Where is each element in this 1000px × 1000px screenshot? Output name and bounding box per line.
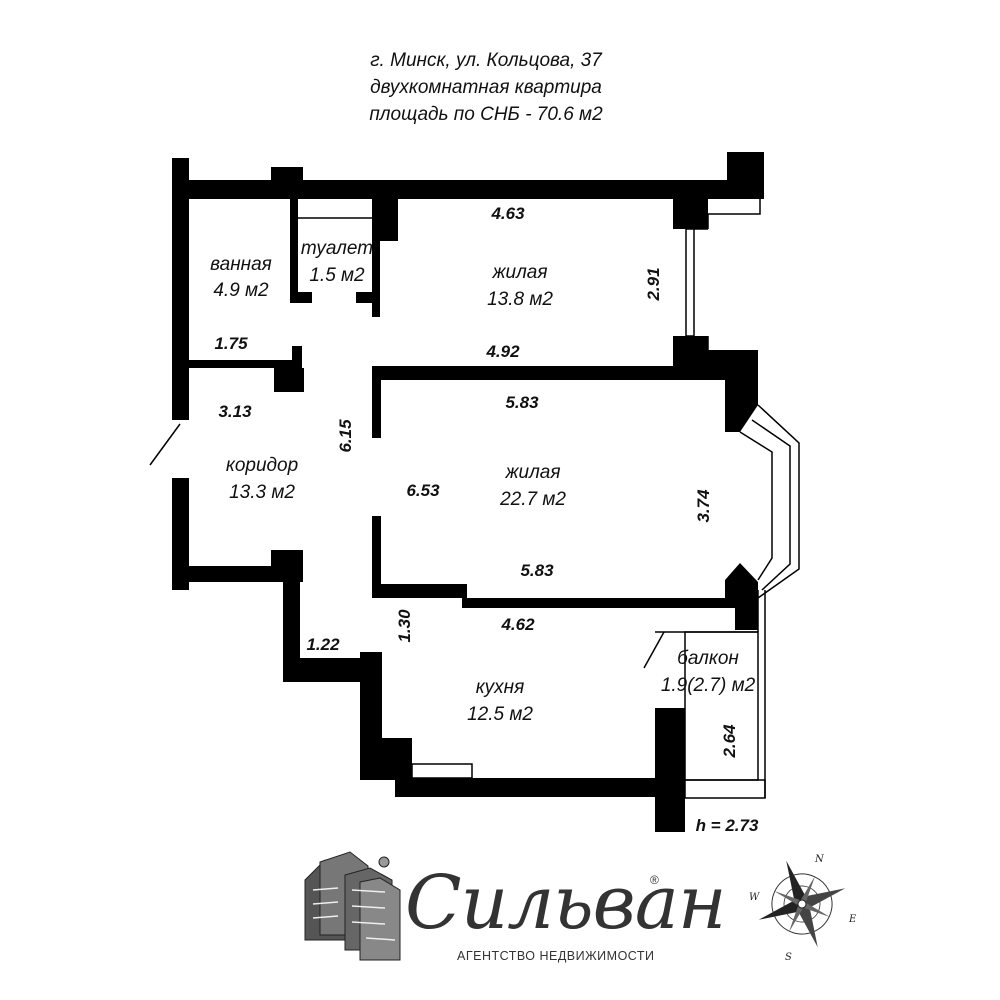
wall-top-right-block — [727, 152, 764, 199]
wall-toilet-right — [372, 241, 380, 317]
wall-left-lower — [172, 478, 189, 590]
wall-toilet-bottom-right — [356, 292, 378, 303]
wall-kitchen-top — [462, 598, 758, 608]
room-bathroom-area: 4.9 м2 — [213, 280, 269, 301]
dim-living2-top: 5.83 — [505, 393, 539, 412]
wall-toilet-bottom-left — [290, 292, 312, 303]
dim-ceiling-height: h = 2.73 — [696, 816, 759, 835]
compass-rose-icon — [758, 860, 846, 948]
wall-living-partition — [372, 366, 708, 380]
room-living1-name: жилая — [491, 262, 547, 283]
wall-corridor-pier — [271, 550, 303, 582]
dim-entry-width: 1.22 — [306, 635, 340, 654]
wall-kitchen-right-low — [655, 778, 677, 832]
wall-left-upper — [172, 158, 189, 420]
dim-living1-top: 4.63 — [490, 204, 525, 223]
wall-kitchen-corner — [360, 738, 412, 780]
dim-living2-right: 3.74 — [694, 489, 713, 523]
wall-entry-left — [283, 582, 300, 682]
dim-living2-left: 6.53 — [406, 481, 440, 500]
walls — [172, 152, 764, 832]
window-living-1 — [685, 228, 695, 337]
wall-pier-corridor — [274, 368, 304, 392]
room-living2-area: 22.7 м2 — [499, 489, 566, 510]
wall-bay-bottom — [725, 563, 758, 605]
dim-kitchen-top: 4.62 — [500, 615, 535, 634]
compass-e: E — [848, 914, 857, 925]
logo-registered-mark: ® — [650, 873, 659, 887]
bay-window-inner — [739, 431, 773, 581]
window-frame-top — [707, 199, 761, 229]
kitchen-counter — [411, 763, 473, 779]
balcony-door-swing — [643, 631, 665, 669]
dim-corridor-width: 3.13 — [218, 402, 252, 421]
room-toilet-name: туалет — [301, 238, 373, 259]
wall-right-mid-ext — [708, 350, 758, 380]
header: г. Минск, ул. Кольцова, 37 двухкомнатная… — [369, 50, 603, 125]
dim-bathroom-width: 1.75 — [214, 334, 248, 353]
compass-s: S — [785, 952, 792, 963]
room-bathroom-name: ванная — [210, 254, 272, 275]
wall-kitchen-top-right — [735, 605, 758, 630]
logo-tagline: АГЕНТСТВО НЕДВИЖИМОСТИ — [457, 949, 655, 963]
dim-corridor-length: 6.15 — [336, 419, 355, 453]
header-area: площадь по СНБ - 70.6 м2 — [369, 104, 603, 125]
dim-living1-height: 2.91 — [644, 267, 663, 301]
room-labels: ванная 4.9 м2 туалет 1.5 м2 жилая 13.8 м… — [210, 238, 755, 725]
room-toilet-area: 1.5 м2 — [309, 265, 365, 286]
wall-bath-bottom — [189, 360, 302, 368]
room-balcony-area: 1.9(2.7) м2 — [661, 675, 756, 696]
wall-corridor-right-lower — [372, 516, 381, 592]
wall-kitchen-bottom — [395, 778, 685, 797]
room-kitchen-area: 12.5 м2 — [467, 704, 533, 725]
logo-name: Сильван — [405, 860, 726, 946]
logo: Сильван ® АГЕНТСТВО НЕДВИЖИМОСТИ — [304, 851, 727, 963]
bay-window-mid — [751, 419, 791, 591]
room-corridor-area: 13.3 м2 — [229, 482, 295, 503]
dim-balcony-length: 2.64 — [720, 724, 739, 759]
room-corridor-name: коридор — [226, 455, 298, 476]
room-kitchen-name: кухня — [476, 677, 525, 698]
room-balcony-name: балкон — [677, 648, 739, 669]
compass-n: N — [814, 854, 825, 865]
openings — [149, 199, 800, 799]
wall-top-pier — [271, 167, 303, 181]
entrance-door — [149, 423, 181, 466]
wall-bay-top — [725, 380, 758, 432]
balcony-rail-bottom — [684, 779, 766, 799]
wall-bath-stub — [292, 346, 302, 368]
dimension-labels: 4.63 2.91 4.92 1.75 3.13 6.15 5.83 6.53 … — [214, 204, 759, 835]
room-living1-area: 13.8 м2 — [487, 289, 553, 310]
wall-corridor-right-upper — [372, 366, 381, 438]
header-apartment-type: двухкомнатная квартира — [370, 77, 602, 98]
bay-window-outer — [757, 404, 800, 599]
header-address: г. Минск, ул. Кольцова, 37 — [370, 50, 603, 71]
wall-kitchen-top-left — [372, 584, 467, 598]
wall-right-upper-block — [673, 199, 708, 229]
buildings-icon — [304, 851, 401, 961]
dim-living1-bottom: 4.92 — [485, 342, 520, 361]
wall-toilet-left — [290, 199, 298, 303]
dim-living2-bottom: 5.83 — [520, 561, 554, 580]
compass-w: W — [749, 892, 760, 903]
wall-corridor-bottom — [172, 566, 302, 582]
wall-right-mid-block — [673, 336, 708, 380]
wall-top — [172, 180, 764, 199]
wall-toilet-right-upper — [372, 199, 398, 241]
room-living2-name: жилая — [504, 462, 560, 483]
dim-passage-width: 1.30 — [395, 609, 414, 643]
